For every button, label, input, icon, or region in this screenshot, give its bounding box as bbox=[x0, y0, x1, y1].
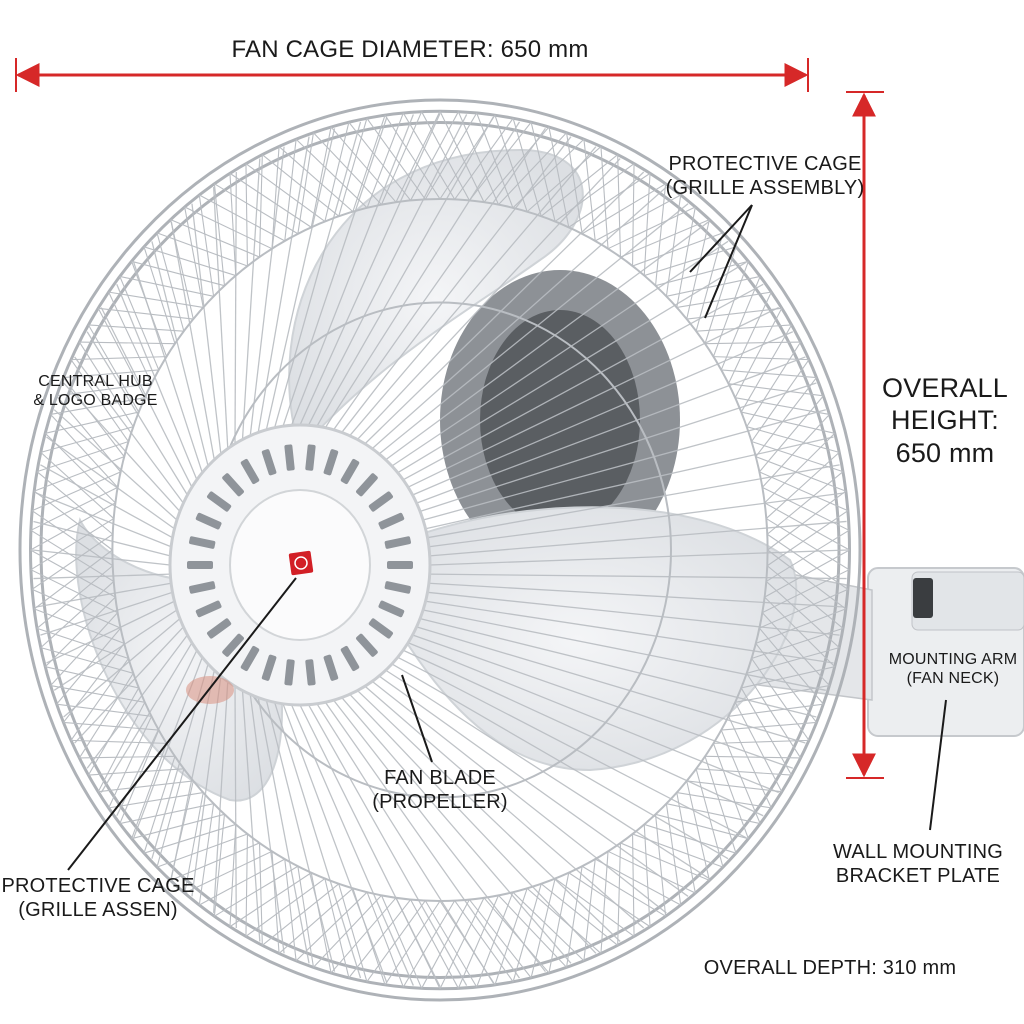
label-overall-depth: OVERALL DEPTH: 310 mm bbox=[703, 957, 957, 979]
label-mounting-arm: MOUNTING ARM (FAN NECK) bbox=[888, 651, 1018, 688]
leader-blade bbox=[401, 674, 433, 763]
leader-cage-top-1 bbox=[689, 204, 753, 273]
hub-vent-slot bbox=[207, 491, 232, 512]
hub-vent-slot bbox=[207, 618, 232, 639]
label-wall-bracket: WALL MOUNTING BRACKET PLATE bbox=[832, 841, 1003, 887]
hub-vent-slot bbox=[323, 654, 339, 681]
hub-vent-slot bbox=[240, 458, 260, 484]
hub-vent-slots bbox=[187, 444, 413, 686]
hub-vent-slot bbox=[368, 618, 393, 639]
leader-cage-bottom bbox=[67, 577, 297, 871]
hub-vent-slot bbox=[284, 659, 295, 686]
fan-blades bbox=[75, 148, 798, 802]
central-hub bbox=[168, 423, 432, 707]
hub-vent-slot bbox=[368, 491, 393, 512]
leader-lines bbox=[67, 204, 947, 871]
hub-vent-slot bbox=[284, 444, 295, 471]
label-protective-cage-top: PROTECTIVE CAGE (GRILLE ASSEMBLY) bbox=[665, 153, 865, 199]
hub-vent-slot bbox=[356, 473, 378, 497]
motor-housing bbox=[440, 270, 680, 570]
diameter-label: FAN CAGE DIAMETER: 650 mm bbox=[231, 36, 589, 63]
leader-bracket bbox=[929, 699, 947, 831]
hub-vent-slot bbox=[222, 473, 244, 497]
hub-vent-slot bbox=[195, 600, 222, 618]
hub-vent-slot bbox=[323, 449, 339, 476]
hub-vent-slot bbox=[384, 536, 411, 549]
hub-vent-slot bbox=[340, 458, 360, 484]
hub-vent-slot bbox=[387, 561, 413, 569]
hub-vent-slot bbox=[305, 659, 316, 686]
protective-cage-grille bbox=[18, 98, 862, 1002]
hub-vent-slot bbox=[384, 581, 411, 594]
hub-vent-slot bbox=[240, 646, 260, 672]
hub-vent-slot bbox=[189, 536, 216, 549]
hub-vent-slot bbox=[378, 512, 405, 530]
label-central-hub: CENTRAL HUB & LOGO BADGE bbox=[33, 373, 158, 410]
label-overall-height: OVERALL HEIGHT: 650 mm bbox=[882, 373, 1008, 468]
hub-vent-slot bbox=[261, 449, 277, 476]
hub-vent-slot bbox=[189, 581, 216, 594]
hub-vent-slot bbox=[187, 561, 213, 569]
hub-vent-slot bbox=[356, 633, 378, 657]
label-protective-cage-bottom: PROTECTIVE CAGE (GRILLE ASSEN) bbox=[1, 875, 195, 921]
label-fan-blade: FAN BLADE (PROPELLER) bbox=[372, 767, 508, 813]
hub-vent-slot bbox=[222, 633, 244, 657]
logo-badge bbox=[288, 550, 314, 576]
hub-vent-slot bbox=[305, 444, 316, 471]
hub-vent-slot bbox=[378, 600, 405, 618]
leader-cage-top-2 bbox=[704, 204, 753, 319]
wall-mounting-bracket bbox=[867, 567, 1024, 737]
hub-vent-slot bbox=[340, 646, 360, 672]
hub-vent-slot bbox=[195, 512, 222, 530]
hub-vent-slot bbox=[261, 654, 277, 681]
